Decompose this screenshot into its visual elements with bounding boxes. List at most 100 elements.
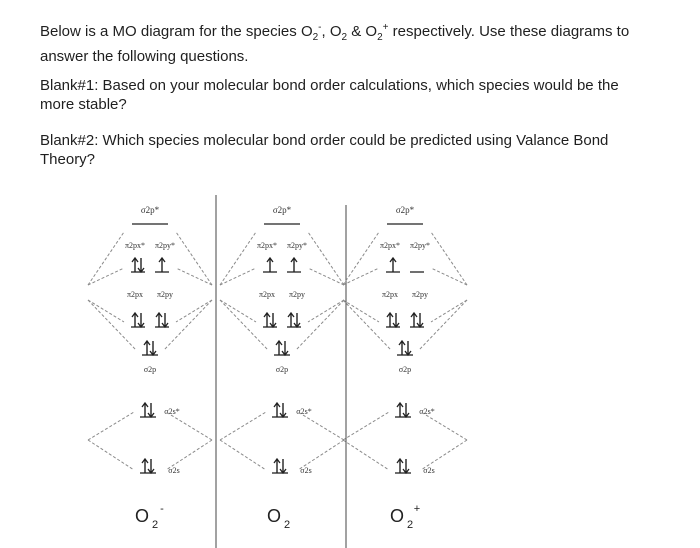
- dashed-connector: [87, 299, 137, 351]
- intro-text: Below is a MO diagram for the species O2…: [40, 18, 640, 66]
- pi-2py-level-electron-down-head: [161, 322, 169, 329]
- pi-2px-star-label: π2px*: [380, 241, 400, 250]
- dashed-connector: [87, 267, 125, 286]
- dashed-connector: [175, 267, 213, 286]
- dashed-connector: [307, 231, 345, 286]
- pi-2px-label: π2px: [382, 290, 398, 299]
- pi-2px-level-electron-up-head: [386, 311, 394, 318]
- pi-2py-level-electron-down-head: [416, 322, 424, 329]
- sigma-2s-level-electron-up-head: [273, 457, 281, 464]
- dashed-connector: [87, 299, 125, 323]
- sigma-2s-star-label: σ2s*: [164, 407, 179, 416]
- pi-2px-star-label: π2px*: [125, 241, 145, 250]
- sigma-2s-level-electron-up-head: [141, 457, 149, 464]
- question-2: Blank#2: Which species molecular bond or…: [40, 132, 609, 168]
- dashed-connector: [87, 411, 135, 441]
- dashed-connector: [175, 231, 213, 286]
- sigma-2p-star-label: σ2p*: [396, 205, 415, 215]
- pi-2px-star-level-electron-up-head: [389, 256, 397, 263]
- dashed-connector: [219, 439, 267, 471]
- pi-2py-star-level-electron-up-head: [158, 256, 166, 263]
- pi-2px-label: π2px: [259, 290, 275, 299]
- dashed-connector: [420, 439, 468, 471]
- dashed-connector: [165, 439, 213, 471]
- pi-2py-star-label: π2py*: [155, 241, 175, 250]
- dashed-connector: [307, 267, 345, 286]
- pi-2px-label: π2px: [127, 290, 143, 299]
- pi-2py-star-level-electron-up-head: [290, 256, 298, 263]
- dashed-connector: [219, 411, 267, 441]
- dashed-connector: [420, 411, 468, 441]
- sigma-2p-label: σ2p: [144, 365, 156, 374]
- sigma-2s-label: σ2s: [423, 466, 434, 475]
- sigma-2p-label: σ2p: [399, 365, 411, 374]
- sigma-2s-star-level-electron-up-head: [273, 401, 281, 408]
- pi-2px-star-level-electron-up-head: [266, 256, 274, 263]
- pi-2px-star-level-electron-up-head: [131, 256, 139, 263]
- dashed-connector: [297, 439, 345, 471]
- sigma-2p-level-electron-down-head: [281, 350, 289, 357]
- pi-2px-level-electron-down-head: [269, 322, 277, 329]
- sigma-2s-label: σ2s: [168, 466, 179, 475]
- pi-2px-level-electron-down-head: [137, 322, 145, 329]
- pi-2py-label: π2py: [289, 290, 305, 299]
- dashed-connector: [163, 299, 213, 351]
- intro-sub: 2: [341, 32, 348, 43]
- pi-2py-level-electron-up-head: [287, 311, 295, 318]
- pi-2py-star-label: π2py*: [410, 241, 430, 250]
- dashed-connector: [165, 411, 213, 441]
- sigma-2s-level-electron-down-head: [147, 468, 155, 475]
- sigma-2s-level-electron-down-head: [279, 468, 287, 475]
- pi-2py-label: π2py: [412, 290, 428, 299]
- sigma-2s-star-label: σ2s*: [419, 407, 434, 416]
- sigma-2s-level-electron-down-head: [402, 468, 410, 475]
- dashed-connector: [342, 411, 390, 441]
- species-charge: -: [160, 503, 164, 515]
- sigma-2p-star-label: σ2p*: [273, 205, 292, 215]
- species-subscript: 2: [284, 519, 290, 531]
- sigma-2p-label: σ2p: [276, 365, 288, 374]
- pi-2px-level-electron-down-head: [392, 322, 400, 329]
- dashed-connector: [307, 299, 345, 323]
- species-subscript: 2: [152, 519, 158, 531]
- intro-part: Below is a MO diagram for the species O: [40, 23, 313, 40]
- dashed-connector: [430, 267, 468, 286]
- dashed-connector: [219, 299, 269, 351]
- intro-part: , O: [321, 23, 342, 40]
- pi-2py-label: π2py: [157, 290, 173, 299]
- dashed-connector: [219, 299, 257, 323]
- species-label: O: [135, 506, 149, 526]
- dashed-connector: [342, 299, 392, 351]
- dashed-connector: [342, 439, 390, 471]
- sigma-2p-level-electron-up-head: [143, 339, 151, 346]
- sigma-2p-star-label: σ2p*: [141, 205, 160, 215]
- dashed-connector: [219, 267, 257, 286]
- dashed-connector: [219, 231, 257, 286]
- sigma-2p-level-electron-down-head: [149, 350, 157, 357]
- sigma-2s-star-label: σ2s*: [296, 407, 311, 416]
- dashed-connector: [87, 231, 125, 286]
- dashed-connector: [87, 439, 135, 471]
- sigma-2s-star-level-electron-down-head: [279, 412, 287, 419]
- pi-2px-level-electron-up-head: [131, 311, 139, 318]
- pi-2py-level-electron-up-head: [410, 311, 418, 318]
- species-charge: +: [414, 503, 420, 515]
- dashed-connector: [297, 411, 345, 441]
- dashed-connector: [295, 299, 345, 351]
- intro-sup: +: [382, 22, 389, 33]
- dashed-connector: [430, 299, 468, 323]
- pi-2py-level-electron-up-head: [155, 311, 163, 318]
- dashed-connector: [175, 299, 213, 323]
- pi-2py-star-label: π2py*: [287, 241, 307, 250]
- dashed-connector: [342, 231, 380, 286]
- sigma-2s-label: σ2s: [300, 466, 311, 475]
- sigma-2s-star-level-electron-down-head: [402, 412, 410, 419]
- sigma-2s-level-electron-up-head: [396, 457, 404, 464]
- intro-sup: -: [318, 22, 322, 33]
- intro-sub: 2: [312, 32, 319, 43]
- intro-part: & O: [347, 23, 378, 40]
- dashed-connector: [418, 299, 468, 351]
- species-label: O: [390, 506, 404, 526]
- intro-part: respectively. Use these diagrams to answ…: [40, 23, 630, 65]
